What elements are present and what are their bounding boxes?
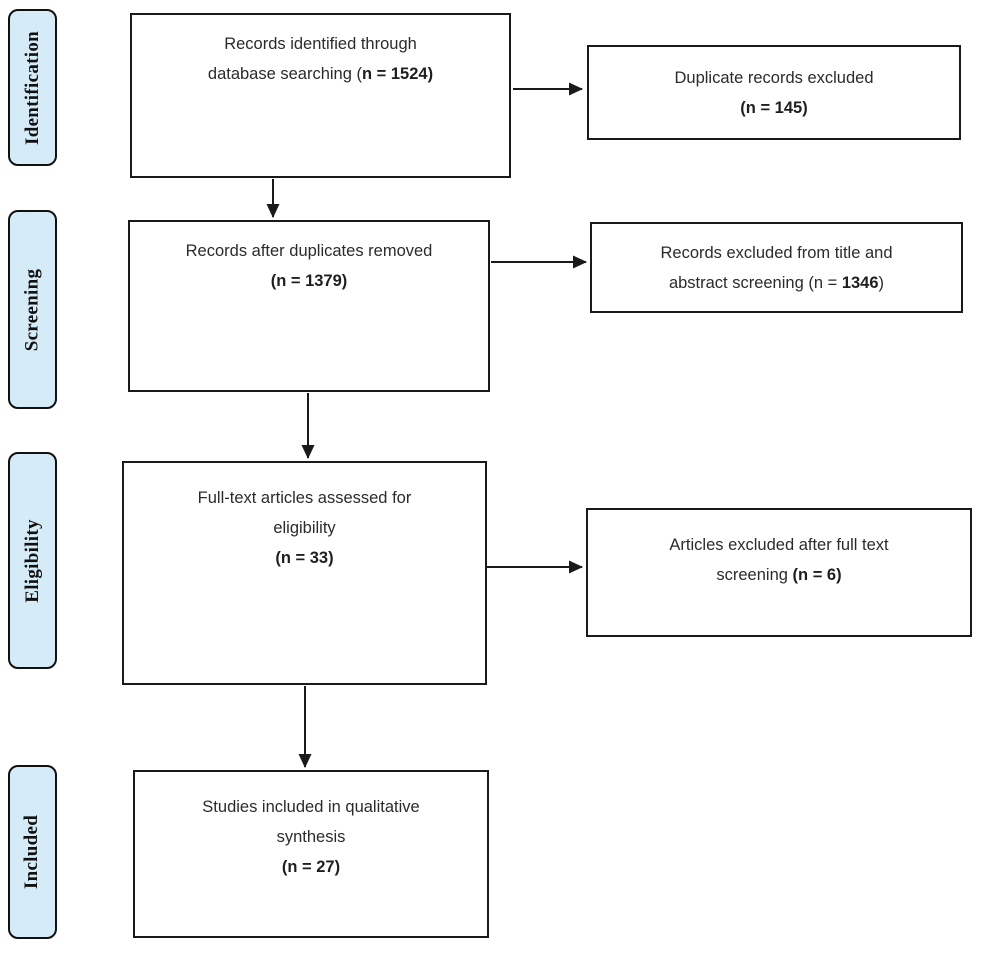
box-fulltext-excluded-line2: screening (n = 6) <box>716 566 842 584</box>
box-records-identified-line1: Records identified through <box>224 35 417 53</box>
stage-screening: Screening <box>8 210 57 409</box>
box-fulltext-assessed-line1: Full-text articles assessed for <box>197 489 412 507</box>
box-fulltext-assessed-line3: (n = 33) <box>275 549 334 567</box>
box-fulltext-assessed-line2: eligibility <box>273 519 336 537</box>
box-records-identified-line2: database searching (n = 1524) <box>207 65 434 83</box>
box-title-abstract-excluded-line1: Records excluded from title and <box>660 243 893 262</box>
box-records-identified: Records identified through database sear… <box>130 13 511 178</box>
box-duplicates-excluded: Duplicate records excluded (n = 145) <box>587 45 961 140</box>
box-duplicates-excluded-line1: Duplicate records excluded <box>674 68 874 87</box>
box-fulltext-excluded: Articles excluded after full text screen… <box>586 508 972 637</box>
box-duplicates-excluded-line2: (n = 145) <box>740 98 808 117</box>
box-fulltext-assessed: Full-text articles assessed for eligibil… <box>122 461 487 685</box>
box-title-abstract-excluded: Records excluded from title and abstract… <box>590 222 963 313</box>
box-included-studies: Studies included in qualitative synthesi… <box>133 770 489 938</box>
box-after-duplicates-line1: Records after duplicates removed <box>185 242 433 260</box>
stage-identification-label: Identification <box>21 30 43 145</box>
stage-included-label: Included <box>21 814 43 890</box>
box-after-duplicates-line2: (n = 1379) <box>270 272 348 290</box>
box-title-abstract-excluded-line2: abstract screening (n = 1346) <box>668 273 885 292</box>
box-included-studies-line1: Studies included in qualitative <box>202 798 420 816</box>
box-included-studies-line3: (n = 27) <box>281 858 341 876</box>
stage-eligibility-label: Eligibility <box>21 518 43 603</box>
stage-eligibility: Eligibility <box>8 452 57 669</box>
box-included-studies-line2: synthesis <box>276 828 346 846</box>
stage-identification: Identification <box>8 9 57 166</box>
box-after-duplicates: Records after duplicates removed (n = 13… <box>128 220 490 392</box>
box-fulltext-excluded-line1: Articles excluded after full text <box>669 536 889 554</box>
stage-included: Included <box>8 765 57 939</box>
stage-screening-label: Screening <box>21 268 43 351</box>
